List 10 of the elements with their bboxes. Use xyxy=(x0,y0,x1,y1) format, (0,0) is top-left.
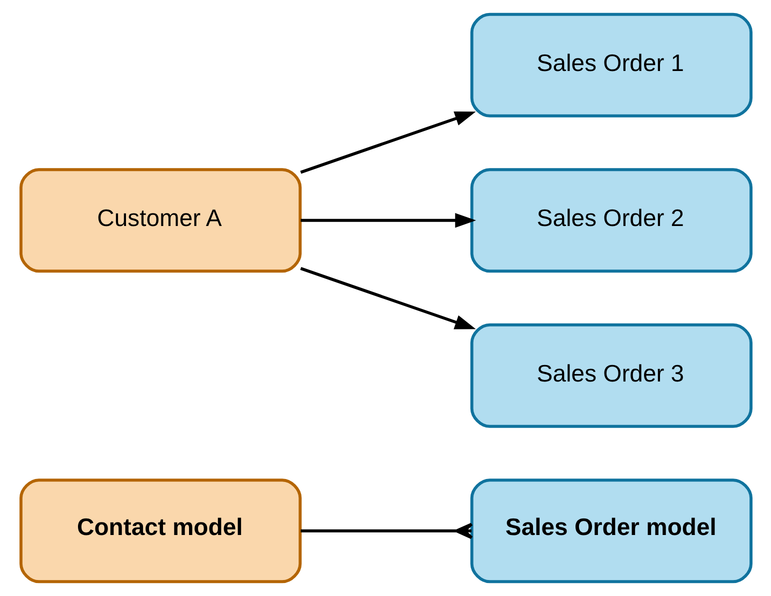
node-box: Contact model xyxy=(18,478,302,584)
node-box: Customer A xyxy=(18,168,302,273)
arrow xyxy=(300,213,476,228)
arrow xyxy=(300,112,476,174)
connector xyxy=(300,522,473,540)
node-box: Sales Order 2 xyxy=(470,168,752,273)
arrow xyxy=(300,267,476,330)
node-box: Sales Order model xyxy=(470,478,752,584)
node-box: Sales Order 1 xyxy=(470,12,752,118)
node-box: Sales Order 3 xyxy=(470,323,752,428)
